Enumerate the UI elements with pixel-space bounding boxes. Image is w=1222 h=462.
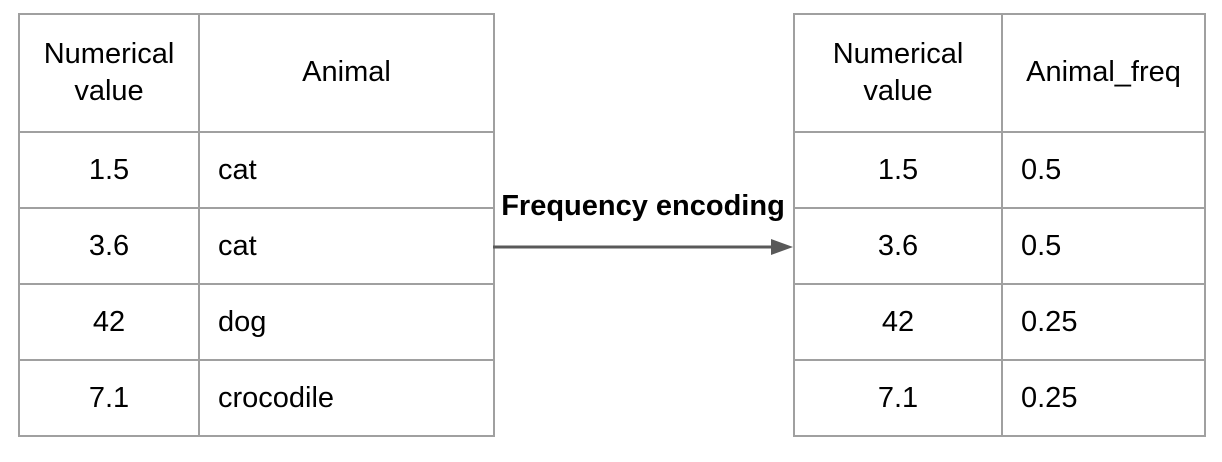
original-data-table: Numerical value Animal 1.5 cat 3.6 cat 4… [18, 13, 495, 437]
header-row: Numerical value Animal_freq [793, 13, 1206, 133]
table-row: 3.6 0.5 [793, 207, 1206, 285]
table-row: 7.1 crocodile [18, 359, 495, 437]
table-row: 42 dog [18, 283, 495, 361]
header-row: Numerical value Animal [18, 13, 495, 133]
animal-cell: cat [198, 207, 495, 285]
numerical-value-cell: 7.1 [18, 359, 200, 437]
animal-cell: dog [198, 283, 495, 361]
animal-freq-cell: 0.5 [1001, 207, 1206, 285]
animal-freq-cell: 0.5 [1001, 131, 1206, 209]
column-header-numerical-value: Numerical value [18, 13, 200, 133]
numerical-value-cell: 3.6 [793, 207, 1003, 285]
table-row: 1.5 0.5 [793, 131, 1206, 209]
column-header-animal-freq: Animal_freq [1001, 13, 1206, 133]
animal-freq-cell: 0.25 [1001, 283, 1206, 361]
numerical-value-cell: 42 [18, 283, 200, 361]
transform-annotation: Frequency encoding [493, 186, 793, 260]
numerical-value-cell: 42 [793, 283, 1003, 361]
animal-cell: cat [198, 131, 495, 209]
table-row: 3.6 cat [18, 207, 495, 285]
numerical-value-cell: 7.1 [793, 359, 1003, 437]
transform-label: Frequency encoding [501, 190, 785, 222]
right-arrow-icon [493, 239, 793, 255]
table-row: 7.1 0.25 [793, 359, 1206, 437]
column-header-animal: Animal [198, 13, 495, 133]
encoded-data-table: Numerical value Animal_freq 1.5 0.5 3.6 … [793, 13, 1206, 437]
numerical-value-cell: 1.5 [793, 131, 1003, 209]
table-row: 1.5 cat [18, 131, 495, 209]
animal-freq-cell: 0.25 [1001, 359, 1206, 437]
numerical-value-cell: 3.6 [18, 207, 200, 285]
column-header-numerical-value: Numerical value [793, 13, 1003, 133]
animal-cell: crocodile [198, 359, 495, 437]
table-row: 42 0.25 [793, 283, 1206, 361]
numerical-value-cell: 1.5 [18, 131, 200, 209]
